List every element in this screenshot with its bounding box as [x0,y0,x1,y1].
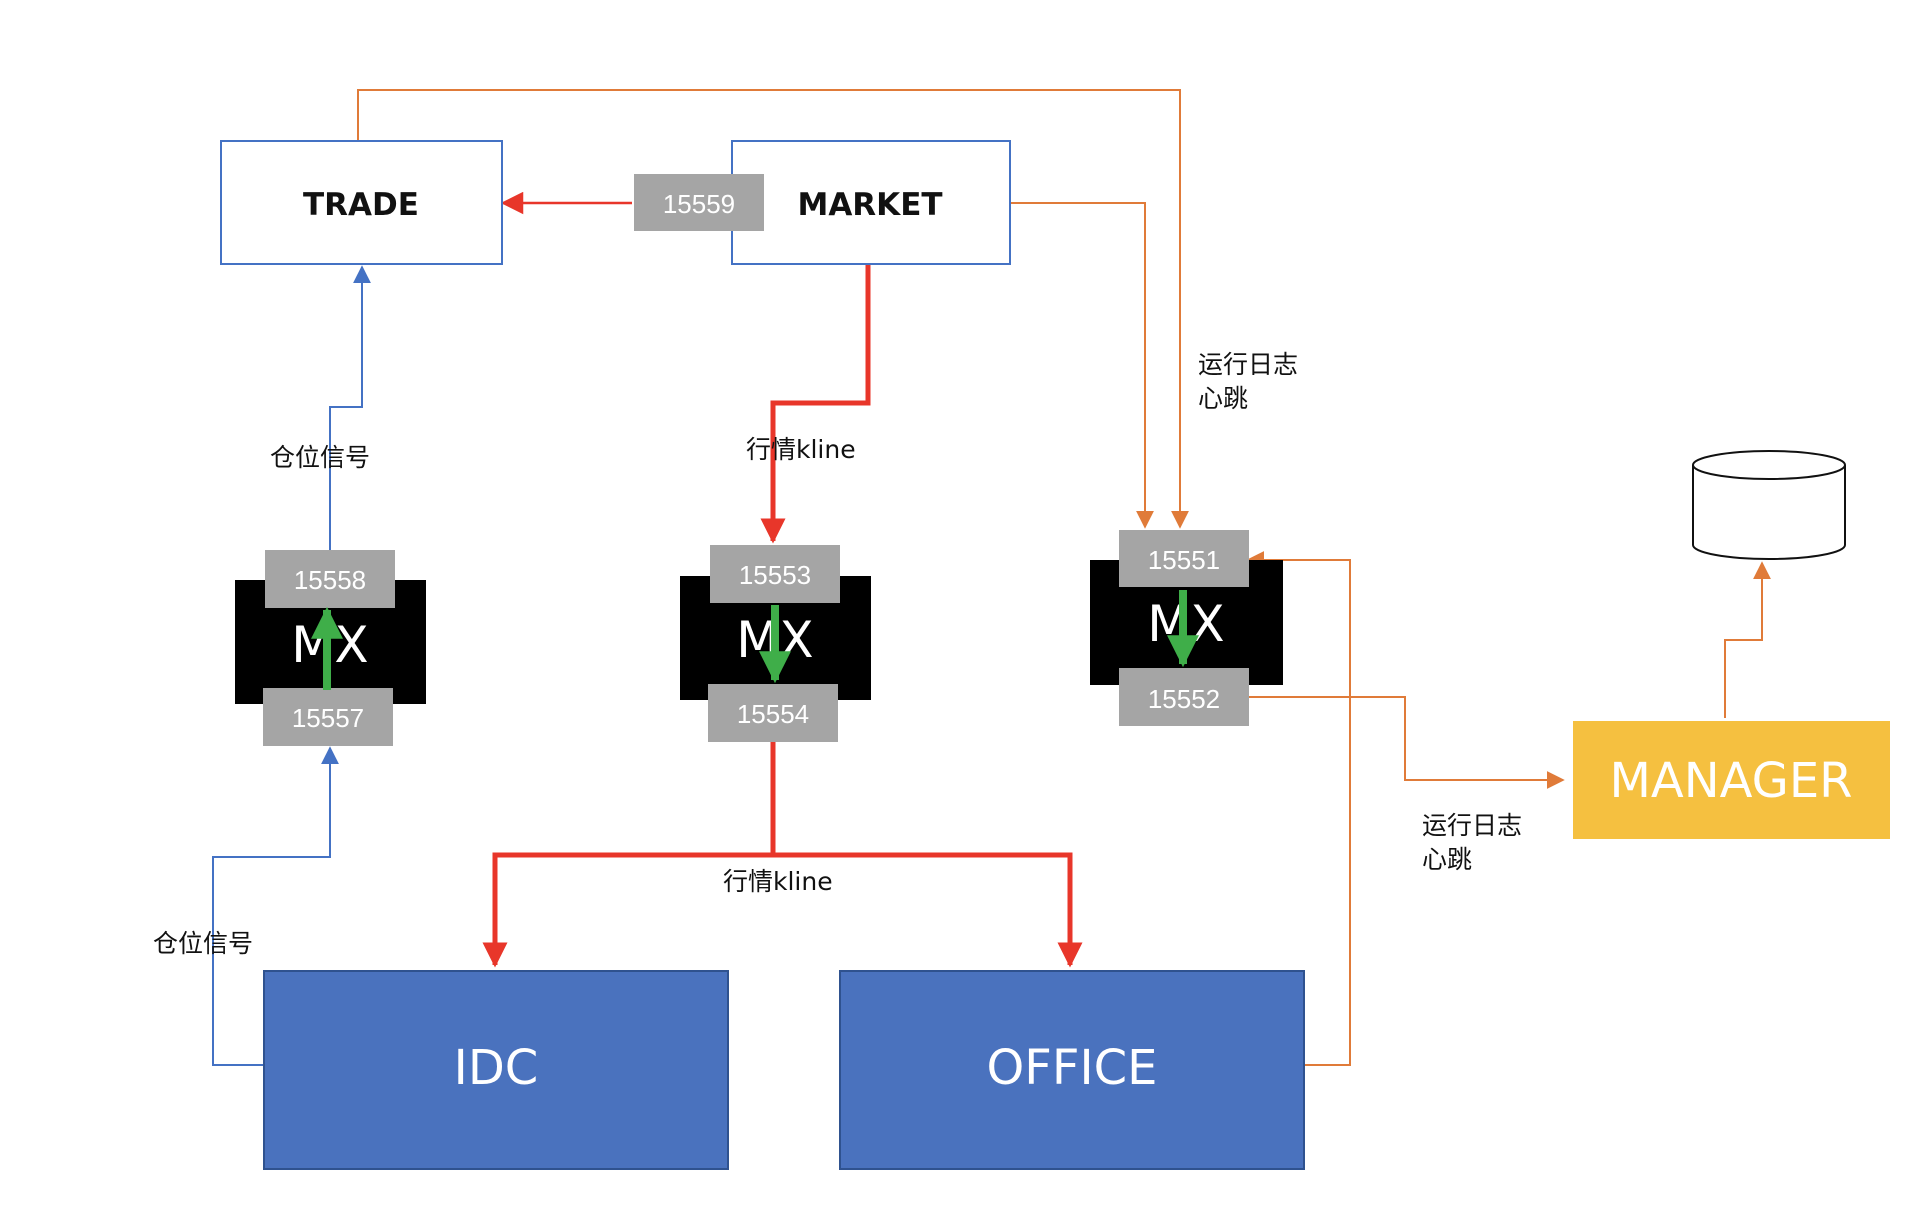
office-node: OFFICE [839,970,1305,1170]
port-15557-label: 15557 [292,703,364,733]
trade-node: TRADE [220,140,503,265]
edge-label-kline-top: 行情kline [746,435,856,464]
port-15558: 15558 [265,550,395,608]
edge-market-to-15553 [760,265,871,544]
market-label: MARKET [797,187,942,223]
edge-idc-to-15557 [212,746,339,1066]
edge-market-to-15551 [1007,202,1154,529]
manager-label: MANAGER [1609,753,1852,809]
port-15559: 15559 [634,174,764,231]
edge-office-to-15551 [1246,551,1351,1066]
edge-manager-to-database [1724,561,1771,718]
port-15557: 15557 [263,688,393,746]
mx-node-center: MX 15553 15554 [680,545,871,742]
port-15552: 15552 [1119,668,1249,726]
edge-label-runlog-bottom: 运行日志 [1422,811,1522,840]
port-15554: 15554 [708,684,838,742]
port-15551: 15551 [1119,530,1249,587]
edge-15554-to-office [773,852,1083,968]
edge-label-kline-bottom: 行情kline [723,867,833,896]
edge-label-heartbeat-bottom: 心跳 [1422,845,1472,874]
edge-15552-to-manager [1243,696,1565,789]
port-15551-label: 15551 [1148,545,1220,575]
port-15552-label: 15552 [1148,684,1220,714]
trade-label: TRADE [303,187,419,223]
edge-trade-to-15551 [357,89,1189,529]
mx-node-left: MX 15558 15557 [235,550,426,746]
edge-label-heartbeat-top: 心跳 [1198,384,1248,413]
market-node: MARKET [731,140,1011,265]
port-15558-label: 15558 [294,565,366,595]
edge-15554-to-idc [482,742,776,968]
idc-label: IDC [454,1040,539,1096]
edge-label-position-signal-bottom: 仓位信号 [153,929,253,958]
manager-node: MANAGER [1573,721,1890,839]
port-15553-label: 15553 [739,560,811,590]
mx-node-right: MX 15551 15552 [1090,530,1283,726]
edge-label-runlog-top: 运行日志 [1198,350,1298,379]
port-15559-label: 15559 [663,189,735,219]
edge-label-position-signal-top: 仓位信号 [270,443,370,472]
database-icon [1692,450,1846,560]
office-label: OFFICE [987,1040,1158,1096]
idc-node: IDC [263,970,729,1170]
edge-15558-to-trade [329,265,371,550]
port-15554-label: 15554 [737,699,809,729]
port-15553: 15553 [710,545,840,603]
